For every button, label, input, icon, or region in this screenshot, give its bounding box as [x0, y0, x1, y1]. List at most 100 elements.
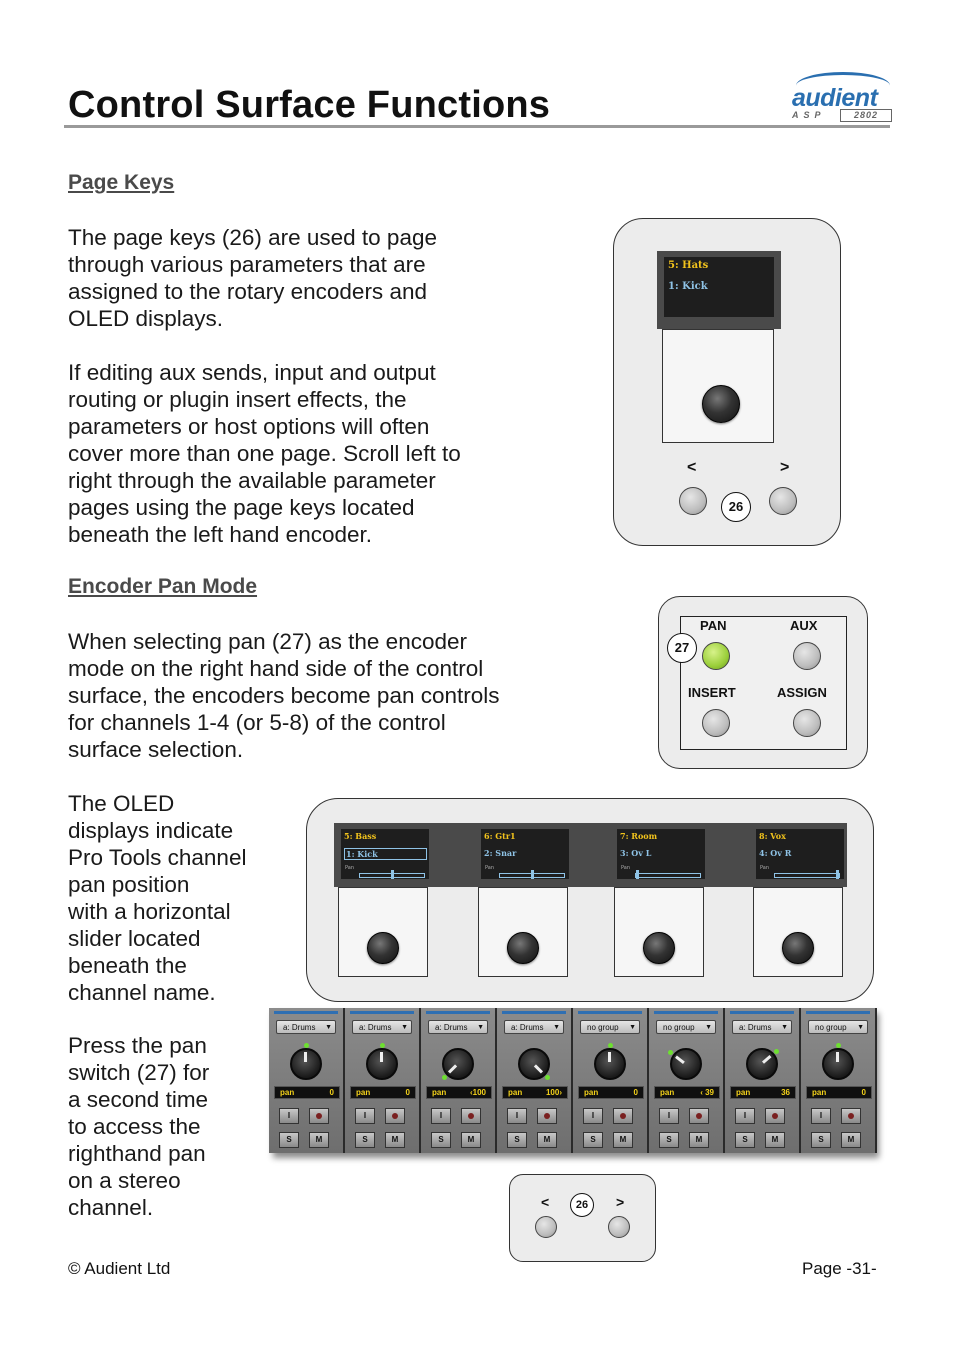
encoder-surround: [478, 887, 568, 977]
page-left-button-small[interactable]: [535, 1216, 557, 1238]
aux-button[interactable]: [793, 642, 821, 670]
record-arm-button[interactable]: [309, 1108, 329, 1124]
input-monitor-button[interactable]: I: [811, 1108, 831, 1124]
strip-color-bar: [426, 1011, 490, 1014]
encoder-surround: [753, 887, 843, 977]
oled-pan-label: Pan: [621, 865, 631, 871]
mute-button[interactable]: M: [765, 1132, 785, 1148]
page-keys-figure-small: < > 26: [509, 1174, 656, 1262]
group-selector[interactable]: a: Drums▼: [352, 1020, 412, 1034]
group-selector-label: no group: [663, 1023, 695, 1032]
oled-channel-line-1: 7: Room: [620, 831, 658, 841]
pan-position-led: [607, 1042, 613, 1048]
input-monitor-button[interactable]: I: [507, 1108, 527, 1124]
input-monitor-button[interactable]: I: [431, 1108, 451, 1124]
record-arm-button[interactable]: [613, 1108, 633, 1124]
group-selector-label: a: Drums: [435, 1023, 468, 1032]
pan-position-led: [544, 1074, 550, 1080]
strip-color-bar: [654, 1011, 718, 1014]
group-selector[interactable]: a: Drums▼: [732, 1020, 792, 1034]
page-left-button[interactable]: [679, 487, 707, 515]
solo-button[interactable]: S: [507, 1132, 527, 1148]
mute-button[interactable]: M: [613, 1132, 633, 1148]
input-monitor-button[interactable]: I: [659, 1108, 679, 1124]
solo-button[interactable]: S: [583, 1132, 603, 1148]
pan-readout[interactable]: pan‹ 39: [654, 1086, 720, 1099]
rotary-encoder[interactable]: [643, 932, 675, 964]
insert-button[interactable]: [702, 709, 730, 737]
pan-knob[interactable]: [822, 1048, 854, 1080]
record-arm-button[interactable]: [385, 1108, 405, 1124]
strip-color-bar: [274, 1011, 338, 1014]
oled-line-1: 5: Hats: [668, 260, 709, 271]
oled-channel-line-1: 8: Vox: [759, 831, 786, 841]
oled-channel-line-2: 3: Ov L: [620, 848, 652, 858]
mute-button[interactable]: M: [461, 1132, 481, 1148]
logo-model: 2802: [840, 109, 892, 122]
solo-button[interactable]: S: [735, 1132, 755, 1148]
pan-knob[interactable]: [290, 1048, 322, 1080]
mute-button[interactable]: M: [309, 1132, 329, 1148]
solo-button[interactable]: S: [279, 1132, 299, 1148]
group-selector-label: no group: [815, 1023, 847, 1032]
pan-button[interactable]: [702, 642, 730, 670]
input-monitor-button[interactable]: I: [735, 1108, 755, 1124]
mute-button[interactable]: M: [385, 1132, 405, 1148]
rotary-encoder[interactable]: [367, 932, 399, 964]
record-arm-button[interactable]: [537, 1108, 557, 1124]
pan-knob[interactable]: [670, 1048, 702, 1080]
solo-button[interactable]: S: [659, 1132, 679, 1148]
aux-label: AUX: [790, 618, 818, 633]
chevron-down-icon: ▼: [857, 1024, 864, 1031]
group-selector[interactable]: a: Drums▼: [504, 1020, 564, 1034]
mute-button[interactable]: M: [537, 1132, 557, 1148]
oled-pan-slider: [359, 870, 425, 879]
pan-readout-label: pan: [736, 1088, 751, 1097]
record-arm-button[interactable]: [841, 1108, 861, 1124]
group-selector[interactable]: a: Drums▼: [276, 1020, 336, 1034]
pan-knob[interactable]: [518, 1048, 550, 1080]
group-selector[interactable]: a: Drums▼: [428, 1020, 488, 1034]
input-monitor-button[interactable]: I: [355, 1108, 375, 1124]
page-right-button[interactable]: [769, 487, 797, 515]
input-monitor-button[interactable]: I: [279, 1108, 299, 1124]
input-monitor-button[interactable]: I: [583, 1108, 603, 1124]
record-arm-button[interactable]: [689, 1108, 709, 1124]
rotary-encoder[interactable]: [702, 385, 740, 423]
record-arm-button[interactable]: [461, 1108, 481, 1124]
pan-knob[interactable]: [442, 1048, 474, 1080]
group-selector[interactable]: no group ▼: [808, 1020, 868, 1034]
strip-color-bar: [578, 1011, 642, 1014]
pan-knob[interactable]: [366, 1048, 398, 1080]
group-selector[interactable]: no group▼: [580, 1020, 640, 1034]
group-selector-label: a: Drums: [359, 1023, 392, 1032]
solo-button[interactable]: S: [811, 1132, 831, 1148]
pan-knob-indicator: [762, 1054, 772, 1064]
assign-button[interactable]: [793, 709, 821, 737]
mute-button[interactable]: M: [841, 1132, 861, 1148]
record-arm-button[interactable]: [765, 1108, 785, 1124]
rotary-encoder[interactable]: [782, 932, 814, 964]
page-right-button-small[interactable]: [608, 1216, 630, 1238]
pan-readout-label: pan: [432, 1088, 447, 1097]
pan-readout-label: pan: [280, 1088, 295, 1097]
solo-button[interactable]: S: [355, 1132, 375, 1148]
pan-knob[interactable]: [746, 1048, 778, 1080]
solo-button[interactable]: S: [431, 1132, 451, 1148]
pan-readout[interactable]: pan‹100: [426, 1086, 492, 1099]
group-selector[interactable]: no group▼: [656, 1020, 716, 1034]
oled-channel-screen: 7: Room 3: Ov L Pan: [617, 829, 705, 879]
rotary-encoder[interactable]: [507, 932, 539, 964]
mute-button[interactable]: M: [689, 1132, 709, 1148]
pan-knob[interactable]: [594, 1048, 626, 1080]
